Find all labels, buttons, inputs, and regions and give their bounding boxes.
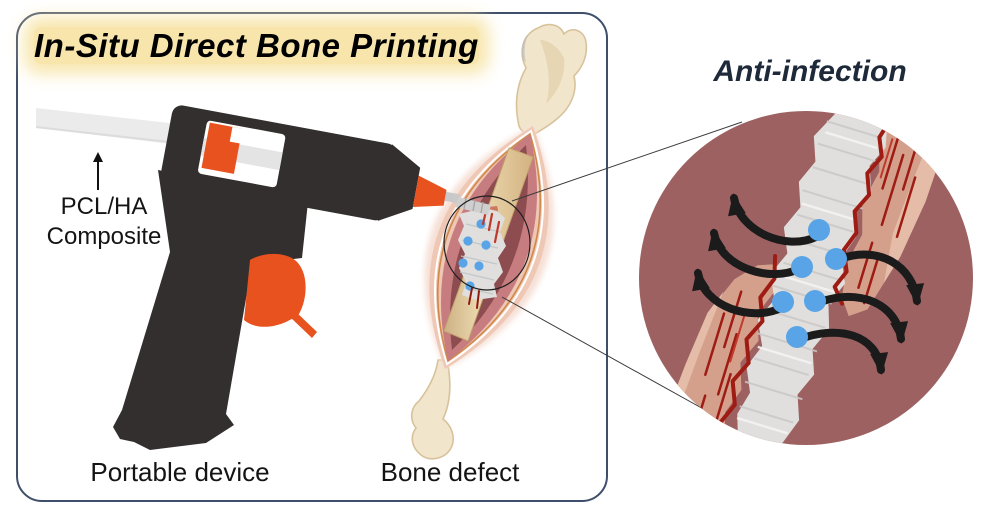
printer-trigger xyxy=(244,253,317,338)
bone-head-shading xyxy=(540,40,565,104)
wound-red-cracks-dark xyxy=(468,287,480,309)
printer-nozzle xyxy=(412,175,447,208)
drug-dot xyxy=(772,291,794,313)
tissue-bright-streaks xyxy=(729,138,894,363)
printer-barrel-nose xyxy=(377,144,421,221)
drug-dot xyxy=(808,219,830,241)
composite-label-line1: PCL/HA xyxy=(60,193,148,220)
drug-dot xyxy=(804,290,826,312)
portable-printer xyxy=(113,105,491,450)
drug-dot xyxy=(463,236,473,246)
defect-label: Bone defect xyxy=(380,457,520,487)
magnifier-ellipse xyxy=(443,195,531,291)
magnifier-connector-lines xyxy=(501,121,743,417)
trigger-fan xyxy=(244,253,306,327)
wound-edge-lower xyxy=(717,253,778,440)
connector-line-bottom xyxy=(501,296,717,417)
release-arrow-left-2 xyxy=(708,228,803,279)
inset-tissue-group xyxy=(665,111,947,445)
drug-dot xyxy=(786,326,808,348)
release-arrow-left-3 xyxy=(692,268,785,318)
drug-dot xyxy=(458,258,468,268)
drug-dot xyxy=(474,261,484,271)
panel-title: In-Situ Direct Bone Printing xyxy=(34,27,479,65)
drug-dot xyxy=(825,248,847,270)
release-arrow-right-2 xyxy=(816,292,909,344)
composite-label-line2: Composite xyxy=(46,223,162,250)
tissue-streaks-lower xyxy=(694,290,743,429)
nozzle-tip xyxy=(444,191,460,204)
panel-title-text: In-Situ Direct Bone Printing xyxy=(34,27,479,64)
extruded-strand-ticks xyxy=(463,197,484,214)
composite-label: PCL/HA Composite xyxy=(28,192,180,252)
wound-edge-upper xyxy=(832,119,892,306)
connector-line-top xyxy=(511,121,743,202)
inset-scaffold-highlight xyxy=(736,131,878,435)
torn-tissue-lower xyxy=(665,264,775,436)
bone-head-shadow xyxy=(521,34,528,62)
wound-suture-line-white xyxy=(434,129,544,366)
feed-slider-notch xyxy=(229,126,245,144)
tissue-highlight-upper xyxy=(883,134,947,284)
inset-wound-edges xyxy=(694,119,922,440)
drug-release-arrows xyxy=(692,193,925,375)
release-arrow-right-3 xyxy=(796,328,889,375)
bone xyxy=(410,23,588,460)
drug-dots-inset xyxy=(772,219,847,348)
trigger-rod xyxy=(289,310,317,338)
inset-title: Anti-infection xyxy=(713,55,907,88)
bone-distal-end xyxy=(410,359,454,460)
drug-dot xyxy=(481,240,491,250)
printing-panel xyxy=(16,12,608,502)
device-label: Portable device xyxy=(90,457,270,487)
tissue-streaks-upper xyxy=(857,131,922,305)
printer-barrel-group xyxy=(161,105,460,221)
drug-dot xyxy=(791,256,813,278)
anti-infection-inset xyxy=(639,111,973,445)
release-arrow-left-1 xyxy=(728,193,820,246)
release-arrow-right-1 xyxy=(836,250,925,306)
printer-handle xyxy=(113,170,308,450)
